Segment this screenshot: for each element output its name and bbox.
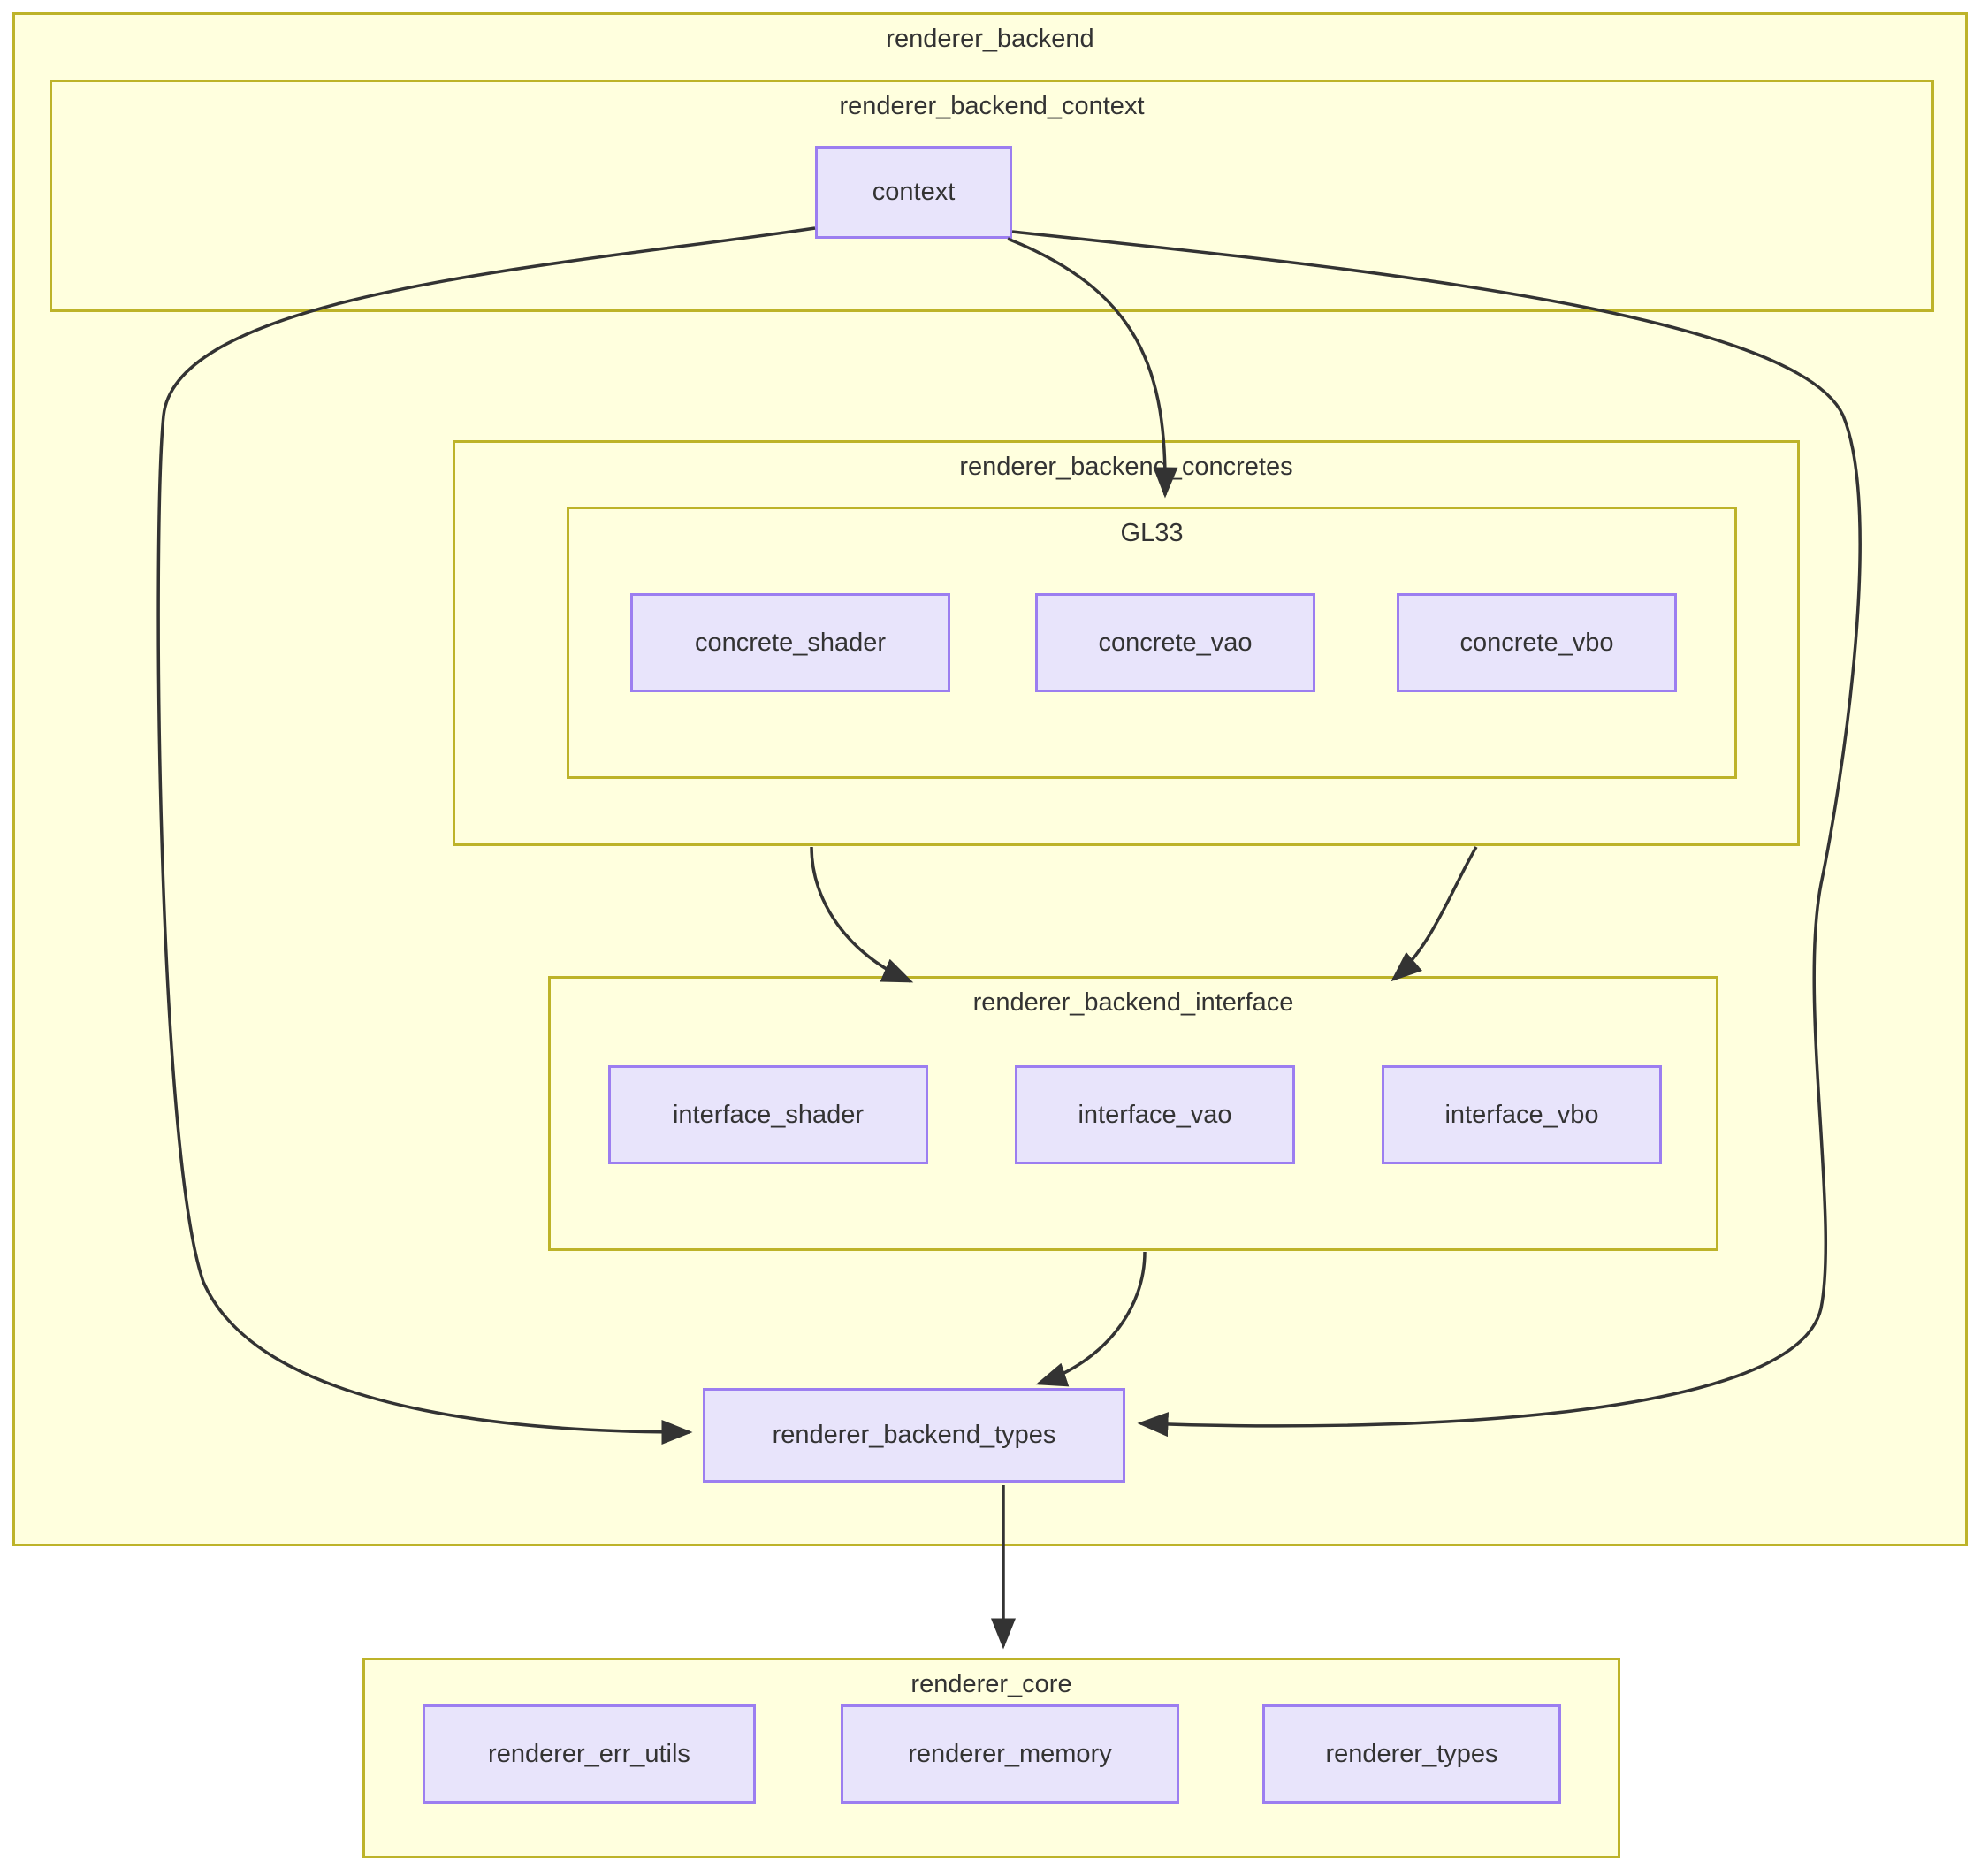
cluster-label-gl33: GL33 [1120,519,1184,547]
node-concrete-shader[interactable]: concrete_shader [630,593,950,692]
node-renderer-memory[interactable]: renderer_memory [841,1704,1179,1804]
cluster-label-renderer-backend-interface: renderer_backend_interface [972,988,1294,1017]
node-label-concrete-vao: concrete_vao [1098,628,1253,657]
cluster-label-renderer-backend-context: renderer_backend_context [839,92,1145,120]
cluster-label-renderer-core: renderer_core [910,1670,1072,1698]
cluster-label-renderer-backend-concretes: renderer_backend_concretes [959,453,1293,481]
cluster-label-renderer-backend: renderer_backend [886,25,1094,53]
node-renderer-backend-types[interactable]: renderer_backend_types [703,1388,1125,1483]
node-renderer-types[interactable]: renderer_types [1262,1704,1561,1804]
node-label-context: context [872,178,956,206]
node-concrete-vbo[interactable]: concrete_vbo [1397,593,1677,692]
node-label-concrete-vbo: concrete_vbo [1459,628,1614,657]
node-label-interface-vao: interface_vao [1078,1100,1232,1129]
node-label-renderer-backend-types: renderer_backend_types [772,1421,1056,1449]
node-interface-vbo[interactable]: interface_vbo [1382,1065,1662,1164]
node-label-renderer-memory: renderer_memory [908,1739,1112,1768]
node-label-concrete-shader: concrete_shader [694,628,887,657]
node-label-interface-shader: interface_shader [672,1100,865,1129]
node-label-renderer-err-utils: renderer_err_utils [488,1739,690,1768]
node-interface-vao[interactable]: interface_vao [1015,1065,1295,1164]
node-label-interface-vbo: interface_vbo [1444,1100,1599,1129]
node-label-renderer-types: renderer_types [1325,1739,1498,1768]
node-concrete-vao[interactable]: concrete_vao [1035,593,1315,692]
node-renderer-err-utils[interactable]: renderer_err_utils [423,1704,756,1804]
node-context[interactable]: context [815,146,1012,239]
node-interface-shader[interactable]: interface_shader [608,1065,928,1164]
